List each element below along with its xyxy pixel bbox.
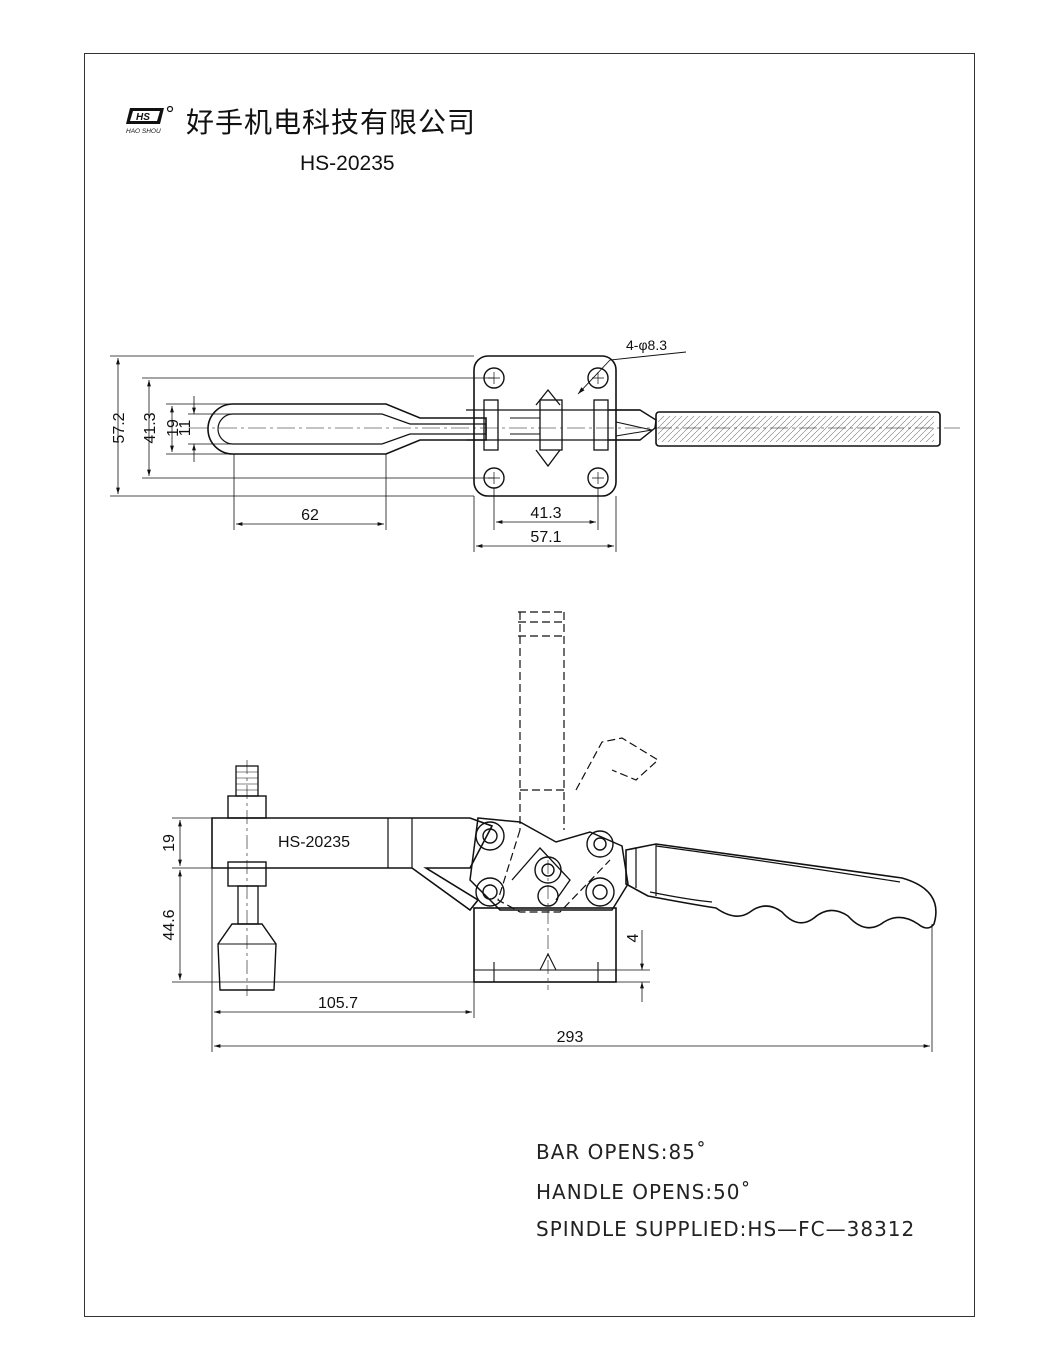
dim-reach: 105.7 <box>318 995 358 1012</box>
logo-subtext: HAO SHOU <box>126 128 161 135</box>
dim-arm-height: 19 <box>161 834 178 852</box>
handle-side <box>625 843 937 929</box>
dim-overall-length: 293 <box>557 1029 584 1046</box>
dim-base-width: 57.1 <box>530 529 561 546</box>
dim-slot-length: 62 <box>301 507 319 524</box>
spec-spindle-supplied: SPINDLE SUPPLIED:HS—FC—38312 <box>536 1217 916 1241</box>
bar-open-position <box>497 611 659 913</box>
side-view <box>211 611 937 996</box>
spindle <box>217 760 277 996</box>
handle-top <box>655 411 941 447</box>
dim-hole-spacing-vertical: 41.3 <box>142 412 159 443</box>
hs-logo: HS HAO SHOU <box>126 105 174 135</box>
linkage-body <box>469 817 629 911</box>
hole-callout: 4-φ8.3 <box>626 337 667 353</box>
dim-hole-spacing-horizontal: 41.3 <box>530 505 561 522</box>
base-plate <box>473 355 617 497</box>
pivot-pins <box>475 821 615 907</box>
side-view-dimensions <box>172 817 933 1052</box>
dim-slot-width: 11 <box>177 420 194 437</box>
company-name: 好手机电科技有限公司 <box>186 106 477 139</box>
spec-handle-opens: HANDLE OPENS:50˚ <box>536 1180 752 1204</box>
logo-letters: HS <box>136 112 150 123</box>
top-view <box>190 351 960 497</box>
spec-bar-opens: BAR OPENS:85˚ <box>536 1140 707 1164</box>
drawing-frame <box>84 53 975 1317</box>
dim-base-thickness: 4 <box>625 933 642 942</box>
clamp-bar-top <box>207 403 487 455</box>
clamp-arm-side <box>211 817 494 912</box>
model-number: HS-20235 <box>300 152 395 175</box>
top-view-dimensions <box>110 355 617 552</box>
bar-slot <box>217 413 487 445</box>
dim-bar-width: 19 <box>165 419 182 437</box>
dim-overall-height: 57.2 <box>111 412 128 443</box>
arm-model-label: HS-20235 <box>278 834 350 851</box>
dim-spindle-height: 44.6 <box>161 909 178 940</box>
base-side <box>473 907 617 983</box>
